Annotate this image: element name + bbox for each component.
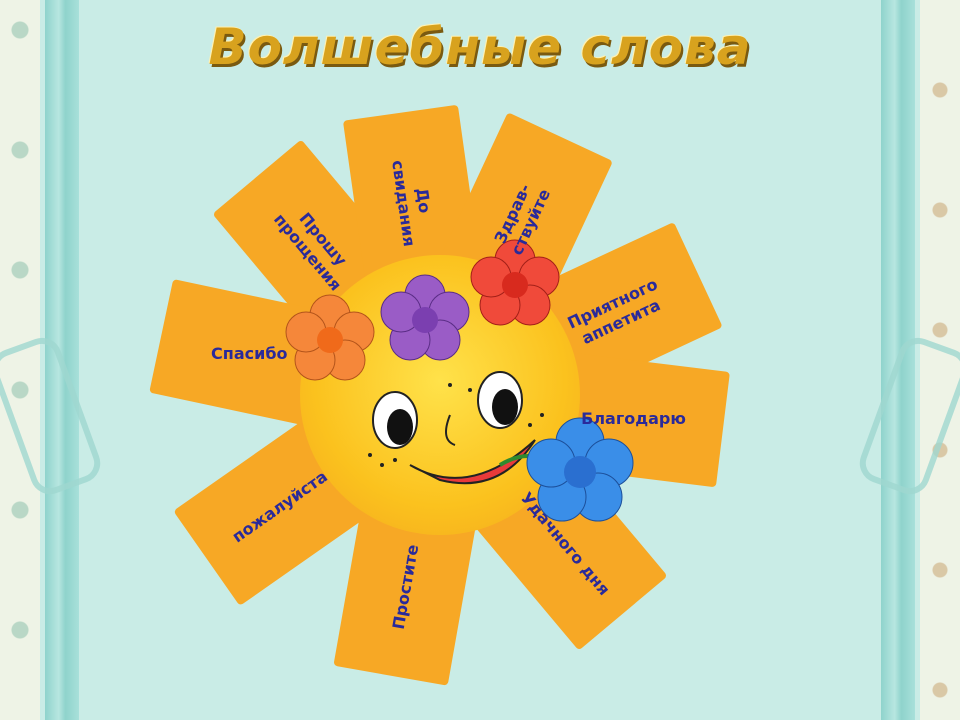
page-title: Волшебные слова — [208, 18, 752, 76]
ray-label: Спасибо — [211, 344, 288, 364]
orange-flower-icon — [285, 294, 375, 381]
blue-flower-icon — [526, 417, 634, 522]
ribbon-right — [881, 0, 915, 720]
ray-label: Благодарю — [581, 408, 686, 428]
ribbon-left — [45, 0, 79, 720]
face-icon — [368, 371, 544, 485]
purple-flower-icon — [380, 274, 470, 361]
red-flower-icon — [470, 239, 560, 326]
